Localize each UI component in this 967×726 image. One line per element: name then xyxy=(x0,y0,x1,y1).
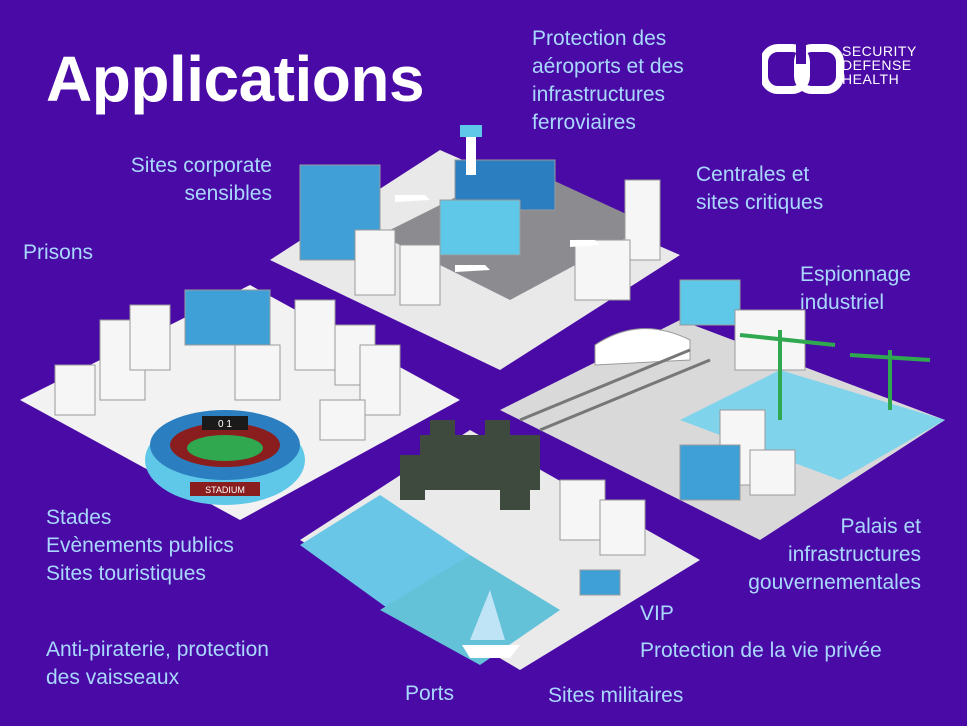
buildings xyxy=(54,159,806,596)
company-logo xyxy=(762,42,844,94)
sailboat xyxy=(462,590,520,658)
label-plants: Centrales et sites critiques xyxy=(696,163,824,214)
label-piracy: Anti-piraterie, protection des vaisseaux xyxy=(46,638,269,689)
label-military: Sites militaires xyxy=(548,684,684,707)
castle xyxy=(400,420,540,510)
page-title: Applications xyxy=(46,43,425,115)
svg-text:STADIUM: STADIUM xyxy=(205,485,245,495)
label-airports: Protection des aéroports et des infrastr… xyxy=(532,27,684,134)
control-tower xyxy=(460,125,482,175)
logo-tagline: SECURITY DEFENSE HEALTH xyxy=(842,43,917,87)
harbor-water xyxy=(380,555,560,665)
label-privacy: Protection de la vie privée xyxy=(640,639,882,662)
stadium: 0 1 STADIUM xyxy=(145,410,305,505)
industrial-water xyxy=(680,370,945,480)
label-espionage: Espionnage industriel xyxy=(800,263,911,314)
label-prisons: Prisons xyxy=(23,241,94,264)
label-vip: VIP xyxy=(640,602,674,625)
label-stadiums: Stades Evènements publics Sites touristi… xyxy=(46,506,234,585)
label-corporate: Sites corporate sensibles xyxy=(130,154,272,205)
airplanes xyxy=(395,195,600,272)
label-palaces: Palais et infrastructures gouvernemental… xyxy=(748,515,921,594)
train-station xyxy=(519,328,711,432)
label-ports: Ports xyxy=(405,682,455,705)
cranes xyxy=(739,330,931,420)
svg-text:0 1: 0 1 xyxy=(218,419,232,430)
